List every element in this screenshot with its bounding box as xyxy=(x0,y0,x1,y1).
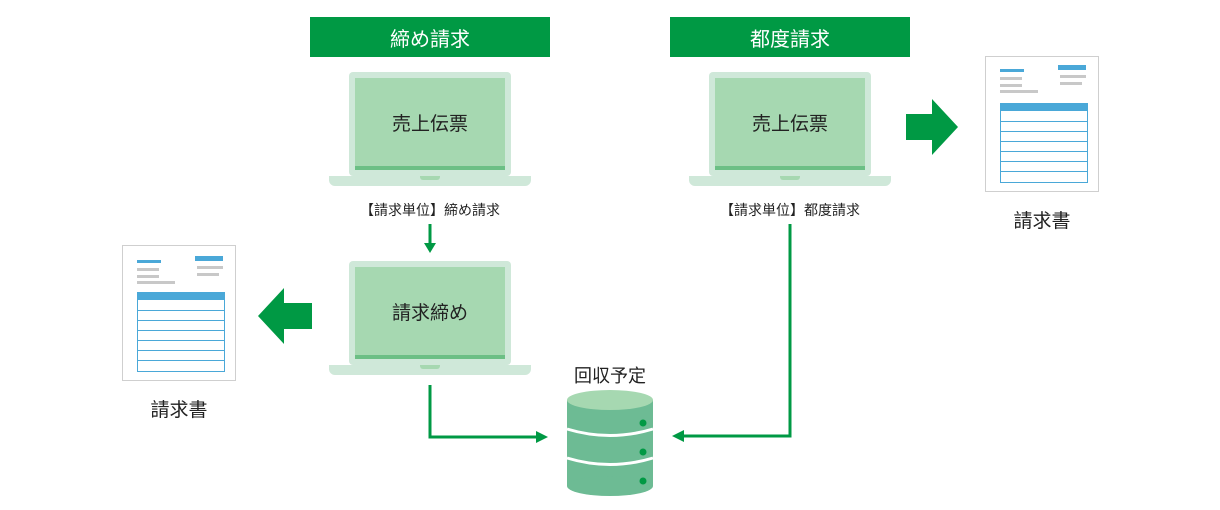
down-arrow-to-billing-close xyxy=(424,224,436,253)
sales-slip-laptop-shime: 売上伝票 xyxy=(329,72,531,192)
laptop-notch xyxy=(420,176,440,180)
laptop-screen-label: 請求締め xyxy=(355,267,505,359)
laptop-notch xyxy=(780,176,800,180)
collection-schedule-title: 回収予定 xyxy=(574,366,646,387)
invoice-right-title: 請求書 xyxy=(1013,210,1071,232)
laptop-screen-label: 売上伝票 xyxy=(715,78,865,170)
tsudo-seikyu-banner: 都度請求 xyxy=(670,17,910,57)
invoice-document-left xyxy=(122,245,236,381)
big-arrow-right-icon xyxy=(906,99,958,155)
tsudo-billing-unit-caption: 【請求単位】都度請求 xyxy=(720,203,860,219)
laptop-base xyxy=(689,176,891,186)
sales-slip-laptop-tsudo: 売上伝票 xyxy=(689,72,891,192)
laptop-screen-label: 売上伝票 xyxy=(355,78,505,170)
billing-close-laptop: 請求締め xyxy=(329,261,531,381)
laptop-base xyxy=(329,365,531,375)
shime-billing-unit-caption: 【請求単位】締め請求 xyxy=(360,203,500,219)
invoice-left-title: 請求書 xyxy=(150,399,208,421)
connector-billing-close-to-db xyxy=(428,385,548,443)
big-arrow-left-icon xyxy=(258,288,312,344)
connector-tsudo-to-db xyxy=(672,224,792,442)
laptop-notch xyxy=(420,365,440,369)
laptop-base xyxy=(329,176,531,186)
invoice-table xyxy=(1000,103,1088,183)
shime-seikyu-banner: 締め請求 xyxy=(310,17,550,57)
invoice-table xyxy=(137,292,225,372)
database-icon xyxy=(566,390,654,496)
invoice-document-right xyxy=(985,56,1099,192)
